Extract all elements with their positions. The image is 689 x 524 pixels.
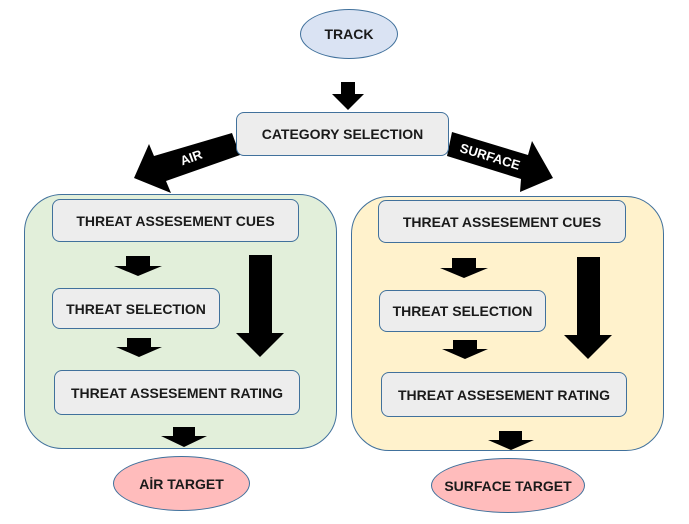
- arrow-surface-2: [442, 340, 488, 359]
- arrow-air: [134, 133, 240, 193]
- surface-threat-assessment-cues: THREAT ASSESEMENT CUES: [378, 200, 626, 243]
- arrow-surface-out: [488, 431, 534, 450]
- air-target-node: AİR TARGET: [113, 456, 250, 511]
- arrow-surface-1: [440, 258, 488, 278]
- arrow-air-2: [116, 338, 162, 357]
- arrow-air-long: [236, 255, 284, 357]
- air-threat-assessment-cues: THREAT ASSESEMENT CUES: [52, 199, 299, 242]
- air-threat-assessment-rating: THREAT ASSESEMENT RATING: [54, 370, 300, 415]
- category-selection-box: CATEGORY SELECTION: [236, 112, 449, 156]
- surface-threat-selection: THREAT SELECTION: [379, 290, 546, 332]
- air-threat-selection: THREAT SELECTION: [52, 288, 220, 329]
- surface-target-node: SURFACE TARGET: [431, 458, 585, 513]
- surface-threat-assessment-rating: THREAT ASSESEMENT RATING: [381, 372, 627, 417]
- arrow-surface: [447, 132, 553, 192]
- track-node: TRACK: [300, 9, 398, 59]
- arrow-air-1: [114, 256, 162, 276]
- arrow-surface-long: [564, 257, 612, 359]
- arrow-air-out: [161, 427, 207, 447]
- arrow-down-track: [332, 82, 364, 110]
